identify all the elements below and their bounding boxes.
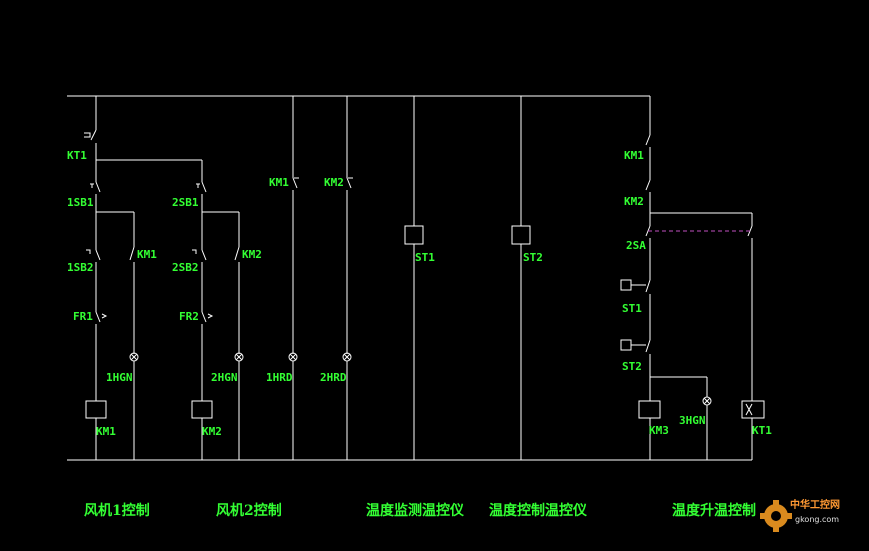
label-3hgn: 3HGN: [679, 414, 706, 427]
caption-fan2: 风机2控制: [216, 502, 282, 519]
label-kt1-contact: KT1: [67, 149, 87, 162]
label-km2-coil: KM2: [202, 425, 222, 438]
label-2sb2: 2SB2: [172, 261, 199, 274]
label-km1-coil: KM1: [96, 425, 116, 438]
coil-icon: [85, 400, 107, 419]
temp-rise-circuit: [620, 96, 765, 460]
label-st2-contact: ST2: [622, 360, 642, 373]
label-1hgn: 1HGN: [106, 371, 133, 384]
controller-box-icon: [620, 339, 632, 351]
label-st2-controller: ST2: [523, 251, 543, 264]
watermark: 中华工控网 gkong.com: [760, 498, 840, 532]
timer-coil-icon: [741, 400, 765, 419]
label-1sb1: 1SB1: [67, 196, 94, 209]
label-km2-aux: KM2: [242, 248, 262, 261]
watermark-site-url: gkong.com: [795, 515, 839, 524]
caption-temp-control: 温度控制温控仪: [489, 502, 588, 519]
fault-lamp-circuits: [288, 96, 353, 460]
caption-temp-rise: 温度升温控制: [672, 502, 756, 519]
label-2hgn: 2HGN: [211, 371, 238, 384]
temperature-controllers: [404, 96, 531, 460]
label-km1-right: KM1: [624, 149, 644, 162]
label-2sb1: 2SB1: [172, 196, 199, 209]
controller-box-icon: [620, 279, 632, 291]
coil-icon: [191, 400, 213, 419]
label-km1-nc: KM1: [269, 176, 289, 189]
caption-fan1: 风机1控制: [84, 502, 150, 519]
label-2sa: 2SA: [626, 239, 646, 252]
label-st1-contact: ST1: [622, 302, 642, 315]
label-km2-right: KM2: [624, 195, 644, 208]
caption-temp-monitor: 温度监测温控仪: [366, 502, 465, 519]
label-fr2: FR2: [179, 310, 199, 323]
controller-box-icon: [404, 225, 424, 245]
label-km1-aux: KM1: [137, 248, 157, 261]
label-kt1-coil: KT1: [752, 424, 772, 437]
fan2-circuit: [191, 160, 244, 460]
label-1sb2: 1SB2: [67, 261, 94, 274]
label-km2-nc: KM2: [324, 176, 344, 189]
watermark-site-name: 中华工控网: [790, 498, 840, 511]
label-st1-controller: ST1: [415, 251, 435, 264]
coil-icon: [638, 400, 661, 419]
fan1-circuit: [84, 96, 202, 460]
label-1hrd: 1HRD: [266, 371, 293, 384]
label-km3-coil: KM3: [649, 424, 669, 437]
label-2hrd: 2HRD: [320, 371, 347, 384]
controller-box-icon: [511, 225, 531, 245]
gear-logo-icon: [760, 500, 792, 532]
label-fr1: FR1: [73, 310, 93, 323]
